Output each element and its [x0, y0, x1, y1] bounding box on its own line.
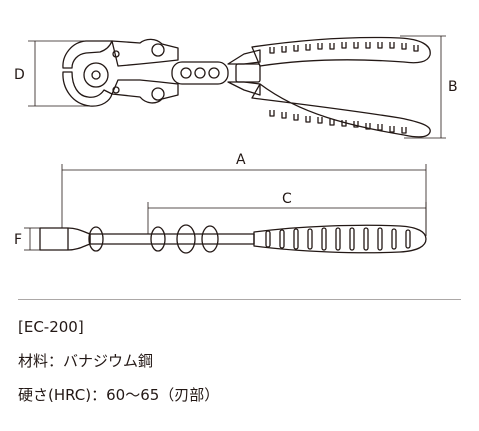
- lower-link-plate: [111, 79, 179, 104]
- dim-label-d: D: [14, 67, 25, 83]
- dimension-c: [147, 202, 427, 236]
- adjuster-bolt-2: [194, 67, 206, 79]
- side-bolt-4: [201, 225, 219, 253]
- upper-jaw: [62, 40, 113, 69]
- lower-jaw: [62, 71, 113, 107]
- lower-link-bolt: [151, 87, 165, 101]
- dim-label-f: F: [14, 232, 22, 248]
- dimension-b: [400, 35, 446, 139]
- spec-model: [EC-200]: [18, 318, 84, 336]
- spec-material: 材料：バナジウム鋼: [18, 352, 154, 370]
- dim-label-c: C: [282, 191, 292, 207]
- head-bolt-left-top: [112, 50, 120, 58]
- spec-hardness: 硬さ(HRC)：60〜65（刃部）: [18, 386, 220, 404]
- dimension-f: [24, 227, 40, 251]
- jaw-pivot-inner: [91, 70, 101, 80]
- head-bolt-left-bottom: [112, 86, 120, 94]
- upper-link-bolt: [151, 43, 165, 57]
- dim-label-a: A: [236, 152, 246, 168]
- upper-handle-grips: [269, 42, 419, 54]
- side-bolt-2: [150, 226, 166, 252]
- dim-label-b: B: [448, 79, 458, 95]
- cutter-technical-drawing: D B: [14, 35, 461, 300]
- lower-handle-grips: [269, 110, 407, 134]
- upper-link-plate: [111, 38, 179, 67]
- side-view: [39, 224, 427, 254]
- dimension-d: [28, 40, 90, 107]
- upper-rear-connector: [227, 49, 261, 65]
- side-handle: [253, 224, 427, 254]
- lower-handle: [251, 83, 431, 138]
- side-handle-grips: [265, 227, 411, 251]
- side-head: [39, 227, 91, 251]
- rear-pivot-block: [235, 63, 261, 83]
- side-body-bar: [89, 233, 255, 245]
- jaw-pivot-ring: [83, 62, 109, 88]
- top-view: [62, 36, 431, 138]
- adjuster-bolt-1: [180, 67, 192, 79]
- upper-handle: [251, 36, 431, 67]
- side-bolt-1: [88, 226, 104, 252]
- center-adjuster: [171, 61, 229, 85]
- side-bolt-3: [176, 224, 196, 254]
- adjuster-bolt-3: [208, 67, 220, 79]
